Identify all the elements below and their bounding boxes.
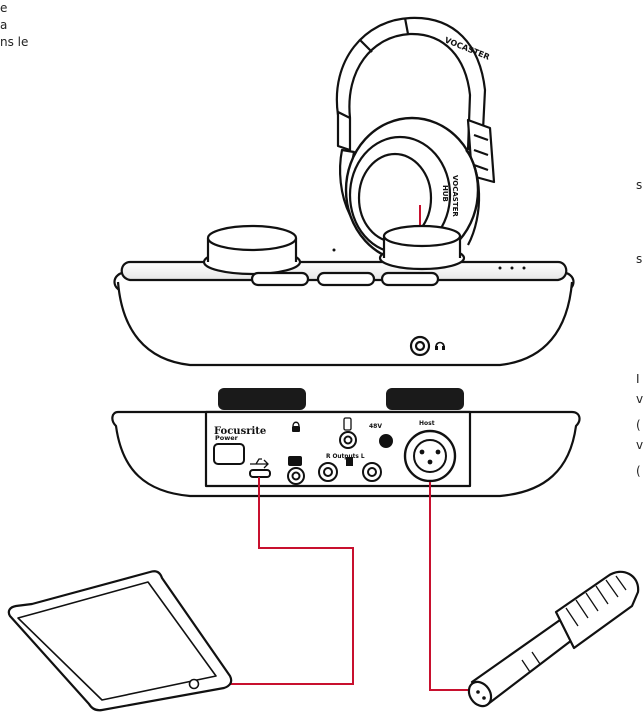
cropped-text-fragment: v (636, 392, 643, 406)
cropped-text-fragment: v (636, 438, 643, 452)
text-line: a (0, 18, 8, 32)
cropped-text-fragment: I (636, 372, 640, 386)
cropped-instruction-text: e a ns le (0, 0, 28, 51)
camera-icon (288, 456, 302, 466)
cropped-text-fragment: s (636, 252, 643, 266)
usb-cable (204, 477, 354, 685)
speaker-icon (346, 457, 353, 466)
cropped-text-fragment: ( (636, 418, 641, 432)
power-button (213, 443, 245, 465)
lock-icon (292, 426, 300, 432)
cropped-text-fragment: ( (636, 464, 641, 478)
host-label: Host (419, 420, 435, 427)
headphone-cup-logo-line1: VOCASTER (451, 175, 459, 217)
phone-icon (343, 417, 352, 431)
text-line: ns le (0, 35, 29, 49)
cropped-text-fragment: s (636, 178, 643, 192)
microphone (467, 570, 640, 708)
tablet (7, 570, 233, 712)
headphones (335, 16, 496, 264)
usb-icon (250, 458, 269, 469)
phantom-power-led (379, 434, 393, 448)
phantom-label: 48V (369, 423, 382, 430)
headphone-cup-logo-line2: HUB (441, 185, 449, 202)
outputs-label: R Outputs L (326, 454, 365, 460)
home-button (188, 678, 200, 690)
power-label: Power (215, 434, 239, 442)
xlr-cable (429, 482, 470, 691)
usb-port (249, 469, 271, 478)
interface-front-view (113, 224, 575, 367)
interface-rear-view (111, 388, 581, 498)
text-line: e (0, 1, 8, 15)
rear-brand-logo: Focusrite (214, 426, 266, 437)
